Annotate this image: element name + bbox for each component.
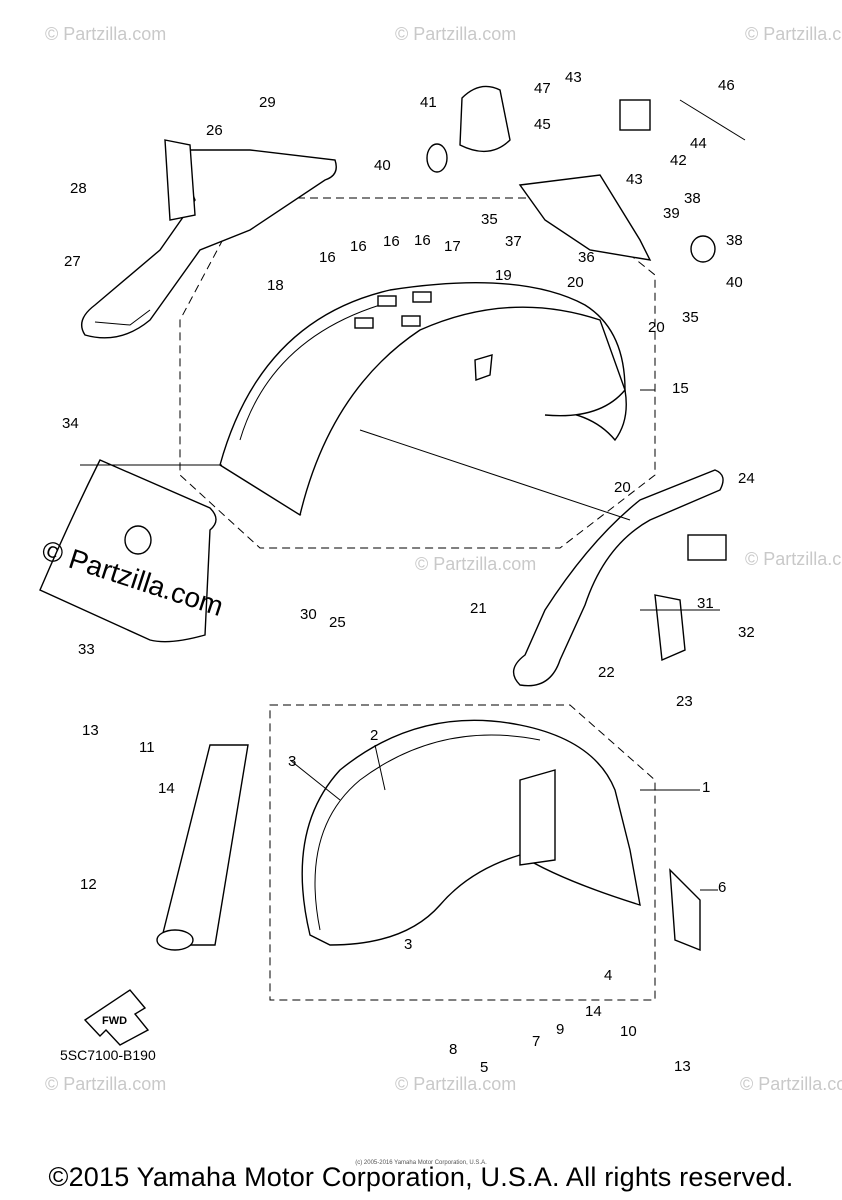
callout-label: 35 [481, 211, 498, 228]
callout-label: 38 [684, 190, 701, 207]
callout-label: 5 [480, 1059, 488, 1076]
callout-label: 41 [420, 94, 437, 111]
callout-label: 16 [319, 249, 336, 266]
front-fender [301, 719, 701, 952]
copyright-footer: ©2015 Yamaha Motor Corporation, U.S.A. A… [48, 1162, 794, 1192]
callout-label: 47 [534, 80, 551, 97]
parts-diagram: © Partzilla.com © Partzilla.com © Partzi… [38, 24, 842, 1094]
callout-label: 13 [82, 722, 99, 739]
fwd-arrow-icon: FWD [83, 989, 150, 1046]
callout-label: 19 [495, 267, 512, 284]
grab-rail-left [81, 139, 337, 339]
watermark-text: © Partzilla.com [740, 1074, 842, 1094]
fwd-label: FWD [102, 1015, 127, 1027]
watermark-text: © Partzilla.com [745, 549, 842, 569]
callout-label: 23 [676, 693, 693, 710]
callout-label: 33 [78, 641, 95, 658]
callout-label: 3 [404, 936, 412, 953]
callout-label: 28 [70, 180, 87, 197]
callout-label: 45 [534, 116, 551, 133]
front-fender-group-outline [269, 704, 656, 1001]
callout-label: 14 [158, 780, 175, 797]
callouts: 1 2 3 3 4 5 6 7 8 9 10 11 12 13 13 14 14… [62, 69, 755, 1076]
callout-label: 25 [329, 614, 346, 631]
watermark-text: © Partzilla.com [415, 554, 536, 574]
leader-lines [80, 389, 720, 891]
callout-label: 20 [614, 479, 631, 496]
callout-label: 20 [648, 319, 665, 336]
callout-label: 34 [62, 415, 79, 432]
small-copyright: (c) 2005-2016 Yamaha Motor Corporation, … [355, 1160, 487, 1166]
callout-label: 4 [604, 967, 612, 984]
callout-label: 16 [350, 238, 367, 255]
callout-label: 20 [567, 274, 584, 291]
callout-label: 30 [300, 606, 317, 623]
callout-label: 3 [288, 753, 296, 770]
callout-label: 13 [674, 1058, 691, 1075]
callout-label: 35 [682, 309, 699, 326]
part-code: 5SC7100-B190 [60, 1047, 156, 1063]
callout-label: 14 [585, 1003, 602, 1020]
callout-label: 39 [663, 205, 680, 222]
callout-label: 16 [414, 232, 431, 249]
callout-label: 9 [556, 1021, 564, 1038]
grab-rail-right [512, 469, 724, 687]
callout-label: 21 [470, 600, 487, 617]
callout-label: 7 [532, 1033, 540, 1050]
watermark-text: © Partzilla.com [395, 24, 516, 44]
splash-panel [39, 459, 217, 643]
callout-label: 29 [259, 94, 276, 111]
callout-label: 16 [383, 233, 400, 250]
callout-label: 26 [206, 122, 223, 139]
callout-label: 43 [626, 171, 643, 188]
callout-label: 1 [702, 779, 710, 796]
callout-label: 44 [690, 135, 707, 152]
callout-label: 37 [505, 233, 522, 250]
callout-label: 6 [718, 879, 726, 896]
callout-label: 11 [139, 739, 155, 756]
callout-label: 10 [620, 1023, 637, 1040]
callout-label: 12 [80, 876, 97, 893]
callout-label: 17 [444, 238, 461, 255]
callout-label: 40 [726, 274, 743, 291]
callout-label: 36 [578, 249, 595, 266]
front-fork [156, 744, 249, 951]
callout-label: 22 [598, 664, 615, 681]
callout-label: 43 [565, 69, 582, 86]
callout-label: 40 [374, 157, 391, 174]
callout-label: 15 [672, 380, 689, 397]
watermark-text: © Partzilla.com [45, 24, 166, 44]
watermark-text: © Partzilla.com [45, 1074, 166, 1094]
callout-label: 2 [370, 727, 378, 744]
watermark-text: © Partzilla.com [395, 1074, 516, 1094]
watermark-layer: © Partzilla.com © Partzilla.com © Partzi… [45, 24, 842, 1094]
callout-label: 24 [738, 470, 755, 487]
callout-label: 38 [726, 232, 743, 249]
callout-label: 27 [64, 253, 81, 270]
callout-label: 32 [738, 624, 755, 641]
watermark-text: © Partzilla.com [745, 24, 842, 44]
rear-fender [219, 282, 627, 516]
bracket-assembly [426, 85, 746, 561]
callout-label: 42 [670, 152, 687, 169]
callout-label: 18 [267, 277, 284, 294]
callout-label: 31 [697, 595, 714, 612]
callout-label: 46 [718, 77, 735, 94]
callout-label: 8 [449, 1041, 457, 1058]
